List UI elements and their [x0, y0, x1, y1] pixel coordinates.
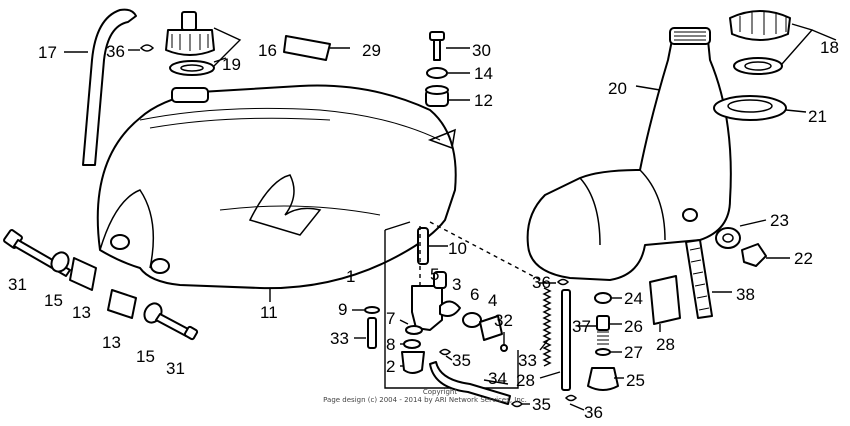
- label-26: 26: [624, 317, 643, 336]
- rubber-mount-12[interactable]: [425, 85, 449, 107]
- label-31-right: 31: [166, 359, 185, 378]
- fuel-cock-lever[interactable]: [439, 300, 461, 317]
- caution-label-28[interactable]: [649, 275, 681, 325]
- label-30: 30: [472, 41, 491, 60]
- washer-9[interactable]: [364, 306, 380, 314]
- label-28-right: 28: [656, 335, 675, 354]
- label-17: 17: [38, 43, 57, 62]
- label-33-left: 33: [330, 329, 349, 348]
- label-29: 29: [362, 41, 381, 60]
- cushion-22[interactable]: [741, 243, 767, 267]
- collar-13-left[interactable]: [69, 257, 97, 291]
- grommet-24[interactable]: [594, 292, 612, 304]
- fuel-cock-body[interactable]: [411, 271, 447, 331]
- label-37: 37: [572, 317, 591, 336]
- tank-band-38[interactable]: [685, 239, 713, 319]
- copyright-notice: Copyright Page design (c) 2004 - 2014 by…: [323, 388, 527, 404]
- spring-33[interactable]: [542, 287, 552, 367]
- label-27: 27: [624, 343, 643, 362]
- label-16: 16: [258, 41, 277, 60]
- label-3: 3: [452, 275, 461, 294]
- clip-36-mid[interactable]: [556, 278, 570, 286]
- label-36-bottom: 36: [584, 403, 603, 422]
- label-28-mid: 28: [516, 371, 535, 390]
- label-21: 21: [808, 107, 827, 126]
- o-ring-27[interactable]: [595, 348, 611, 356]
- label-7: 7: [386, 309, 395, 328]
- label-38: 38: [736, 285, 755, 304]
- bolt-33[interactable]: [367, 317, 377, 349]
- oil-filler-neck-gasket[interactable]: [713, 95, 787, 121]
- label-6: 6: [470, 285, 479, 304]
- label-20: 20: [608, 79, 627, 98]
- oil-cock-25[interactable]: [587, 367, 619, 391]
- label-36-mid: 36: [532, 273, 551, 292]
- copyright-line1: Copyright: [423, 388, 457, 396]
- guide-lines: [419, 221, 549, 288]
- clip-36-bottom[interactable]: [564, 394, 578, 402]
- label-34: 34: [488, 369, 507, 388]
- gasket-7[interactable]: [405, 325, 423, 335]
- label-35-bottom: 35: [532, 395, 551, 414]
- fuel-hose[interactable]: [429, 361, 511, 405]
- sticker[interactable]: [283, 35, 331, 61]
- label-19: 19: [222, 55, 241, 74]
- oil-tank[interactable]: [526, 27, 732, 281]
- label-12: 12: [474, 91, 493, 110]
- bolt-31-right[interactable]: [155, 313, 199, 341]
- callout-labels: 17 36 16 19 29 30 14 12 18 20 21 10 1 11…: [8, 38, 839, 422]
- oil-line-28[interactable]: [561, 289, 571, 391]
- washer-15-left[interactable]: [48, 249, 72, 274]
- label-15-left: 15: [44, 291, 63, 310]
- label-13-left: 13: [72, 303, 91, 322]
- label-1: 1: [346, 267, 355, 286]
- seal-6[interactable]: [462, 312, 482, 328]
- oil-cap-gasket[interactable]: [733, 57, 783, 75]
- washer-14[interactable]: [426, 67, 448, 79]
- clip-36-top[interactable]: [139, 44, 155, 52]
- breather-tube[interactable]: [82, 8, 137, 166]
- joint-37[interactable]: [596, 315, 610, 331]
- filter-26[interactable]: [597, 331, 609, 345]
- label-15-right: 15: [136, 347, 155, 366]
- label-5: 5: [430, 265, 439, 284]
- label-25: 25: [626, 371, 645, 390]
- plate-4[interactable]: [479, 315, 503, 341]
- label-22: 22: [794, 249, 813, 268]
- label-23: 23: [770, 211, 789, 230]
- label-31-left: 31: [8, 275, 27, 294]
- label-18: 18: [820, 38, 839, 57]
- label-13-right: 13: [102, 333, 121, 352]
- fuel-cap[interactable]: [165, 11, 215, 56]
- grommet-23[interactable]: [715, 227, 741, 249]
- label-33-mid: 33: [518, 351, 537, 370]
- collar-13-right[interactable]: [107, 289, 137, 319]
- label-35-mid: 35: [452, 351, 471, 370]
- sediment-cup-2[interactable]: [401, 351, 425, 374]
- label-8: 8: [386, 335, 395, 354]
- leader-lines: [64, 23, 837, 411]
- label-2: 2: [386, 357, 395, 376]
- label-24: 24: [624, 289, 643, 308]
- copyright-line2: Page design (c) 2004 - 2014 by ARI Netwo…: [323, 396, 527, 404]
- label-14: 14: [474, 64, 493, 83]
- label-9: 9: [338, 300, 347, 319]
- oil-cap[interactable]: [729, 10, 791, 41]
- clip-35-mid[interactable]: [438, 348, 452, 356]
- label-10: 10: [448, 239, 467, 258]
- bolt-30[interactable]: [429, 31, 445, 61]
- label-36-top: 36: [106, 42, 125, 61]
- fuel-tank-main[interactable]: [96, 84, 457, 290]
- label-4: 4: [488, 291, 497, 310]
- label-32: 32: [494, 311, 513, 330]
- fuel-cap-gasket[interactable]: [169, 60, 215, 76]
- label-11: 11: [260, 303, 278, 322]
- packing-8[interactable]: [403, 339, 421, 349]
